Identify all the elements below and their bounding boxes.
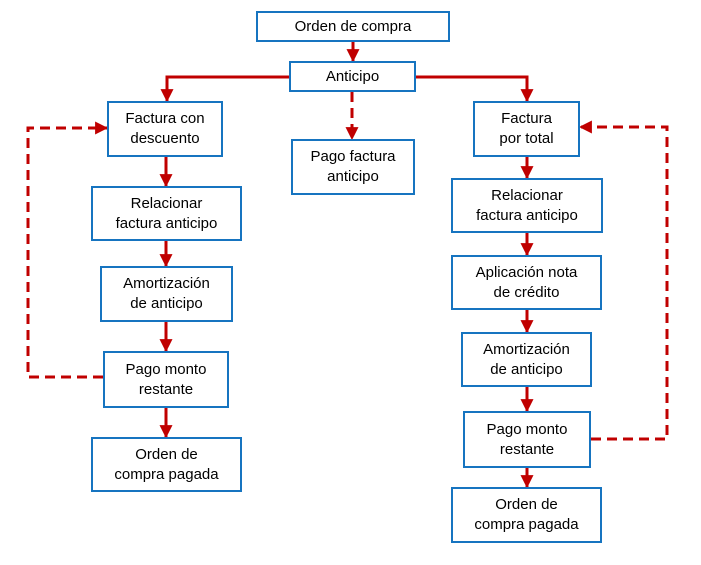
node-anticipo: Anticipo — [289, 61, 416, 92]
node-label: Orden de compra — [294, 17, 412, 35]
node-label: Factura con descuento — [125, 110, 205, 147]
node-amortizacion-de-anticipo-left: Amortización de anticipo — [100, 266, 233, 322]
node-label: Relacionar factura anticipo — [476, 186, 578, 224]
node-label: Anticipo — [325, 67, 380, 85]
node-amortizacion-de-anticipo-right: Amortización de anticipo — [461, 332, 592, 387]
node-relacionar-factura-anticipo-left: Relacionar factura anticipo — [91, 186, 242, 241]
node-relacionar-factura-anticipo-right: Relacionar factura anticipo — [451, 178, 603, 233]
node-label: Factura por total — [499, 110, 554, 147]
arrow-loop-pago-monto-to-factura-total — [578, 120, 669, 441]
node-orden-de-compra-pagada-right: Orden de compra pagada — [451, 487, 602, 543]
node-label: Relacionar factura anticipo — [115, 194, 218, 232]
node-label: Amortización de anticipo — [123, 275, 210, 312]
arrow-anticipo-to-factura-descuento — [160, 75, 289, 103]
node-label: Orden de compra pagada — [474, 496, 579, 533]
arrow-loop-pago-monto-to-factura-descuento — [26, 121, 109, 379]
node-pago-factura-anticipo: Pago factura anticipo — [291, 139, 415, 195]
node-label: Pago monto restante — [125, 360, 207, 398]
node-label: Pago factura anticipo — [310, 148, 396, 185]
node-aplicacion-nota-de-credito: Aplicación nota de crédito — [451, 255, 602, 310]
node-orden-de-compra: Orden de compra — [256, 11, 450, 42]
node-label: Aplicación nota de crédito — [475, 263, 578, 301]
node-factura-con-descuento: Factura con descuento — [107, 101, 223, 157]
node-factura-por-total: Factura por total — [473, 101, 580, 157]
node-label: Pago monto restante — [486, 420, 568, 458]
node-pago-monto-restante-left: Pago monto restante — [103, 351, 229, 408]
arrow-anticipo-to-factura-total — [416, 75, 534, 103]
node-label: Amortización de anticipo — [483, 340, 570, 378]
node-pago-monto-restante-right: Pago monto restante — [463, 411, 591, 468]
node-orden-de-compra-pagada-left: Orden de compra pagada — [91, 437, 242, 492]
node-label: Orden de compra pagada — [114, 445, 219, 483]
